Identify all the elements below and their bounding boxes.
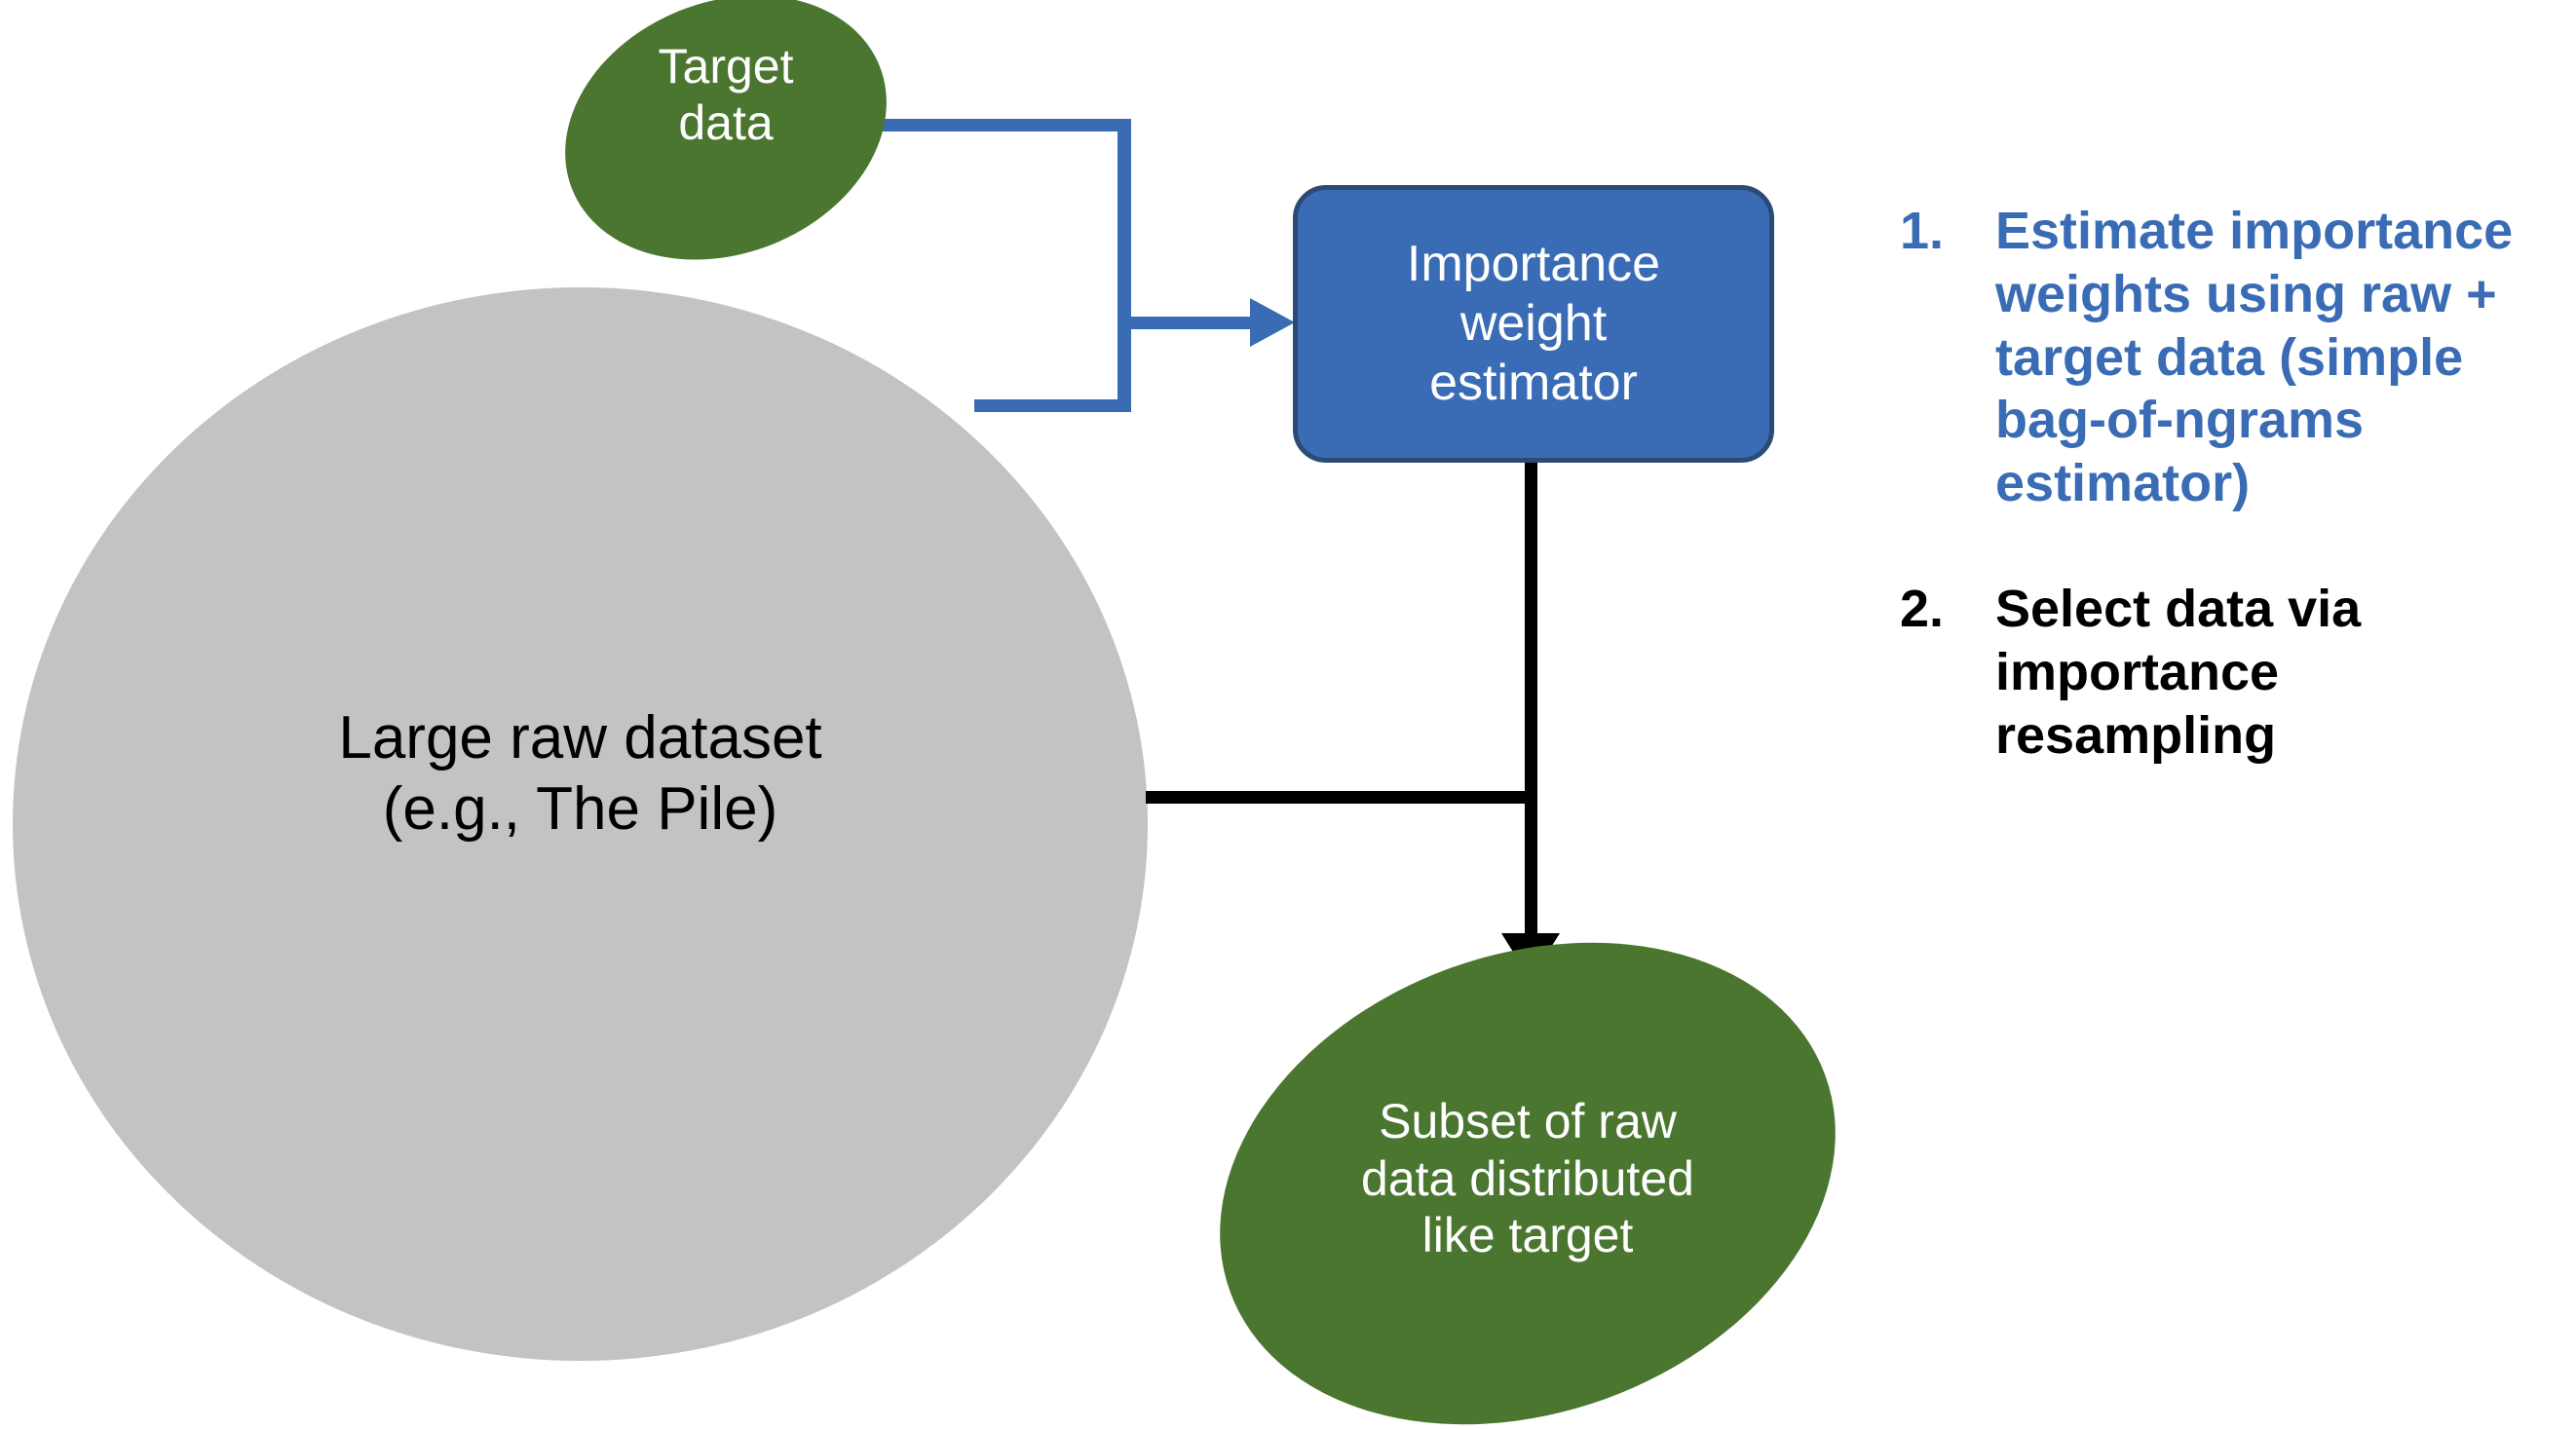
- connector-arrow-stem: [1118, 317, 1264, 329]
- connector-raw-to-subset-horizontal: [1146, 791, 1535, 804]
- step-number-2: 2.: [1900, 579, 1945, 638]
- step-text-1: Estimate importance weights using raw + …: [1995, 202, 2514, 513]
- step-item-2: 2. Select data via importance resampling: [1900, 578, 2543, 767]
- connector-vertical-spine: [1118, 119, 1131, 412]
- connector-target-horizontal: [872, 119, 1130, 132]
- importance-weight-estimator-box: [1293, 185, 1774, 463]
- raw-dataset-circle: [13, 287, 1148, 1361]
- connector-raw-horizontal: [974, 399, 1130, 412]
- steps-list: 1. Estimate importance weights using raw…: [1900, 200, 2543, 829]
- step-text-2: Select data via importance resampling: [1995, 579, 2362, 765]
- connector-estimator-to-subset-vertical: [1525, 460, 1537, 947]
- step-number-1: 1.: [1900, 202, 1945, 260]
- target-data-ellipse: [525, 0, 927, 307]
- arrow-head-icon: [1250, 298, 1295, 347]
- step-item-1: 1. Estimate importance weights using raw…: [1900, 200, 2543, 515]
